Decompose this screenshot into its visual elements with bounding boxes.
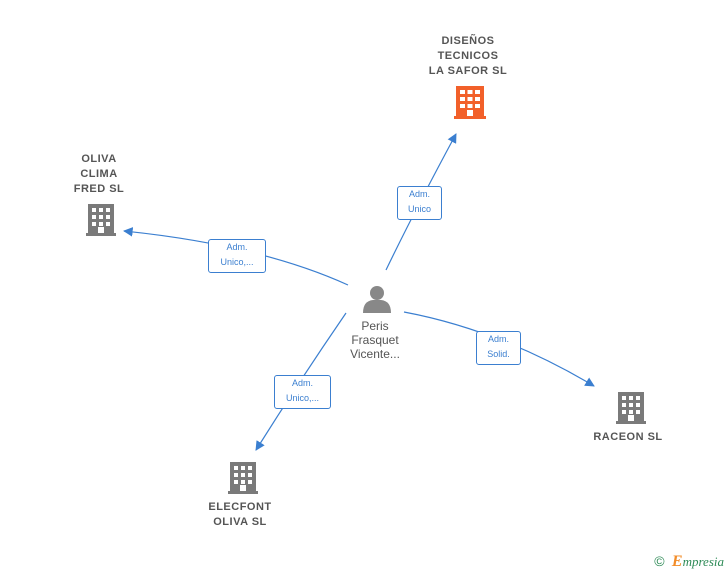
brand-initial: E — [671, 553, 683, 570]
role-line: Adm. — [291, 378, 313, 388]
label-line: OLIVA — [81, 153, 117, 165]
label-line: DISEÑOS — [441, 35, 495, 47]
brand-logo: Empresia — [671, 553, 724, 570]
brand-name: mpresia — [682, 554, 724, 569]
label-line: TECNICOS — [437, 50, 499, 62]
role-box-disenos[interactable]: Adm. Unico — [397, 186, 442, 220]
person-icon[interactable] — [363, 286, 391, 313]
label-line: LA SAFOR SL — [428, 65, 508, 77]
company-label-disenos[interactable]: DISEÑOS TECNICOS LA SAFOR SL — [408, 34, 528, 79]
building-icon[interactable] — [616, 392, 646, 424]
person-label[interactable]: Peris Frasquet Vicente... — [325, 319, 425, 361]
footer-brand: © Empresia — [654, 553, 724, 571]
role-line: Unico,... — [285, 393, 319, 403]
role-line: Adm. — [226, 242, 248, 252]
building-icon[interactable] — [228, 462, 258, 494]
label-line: CLIMA — [80, 168, 118, 180]
company-label-raceon[interactable]: RACEON SL — [578, 430, 678, 445]
role-line: Adm. — [487, 334, 509, 344]
label-line: OLIVA SL — [213, 516, 267, 528]
label-line: Peris — [361, 319, 389, 333]
role-line: Adm. — [408, 189, 430, 199]
copyright-symbol: © — [654, 553, 665, 569]
company-label-elecfont[interactable]: ELECFONT OLIVA SL — [190, 500, 290, 530]
building-icon[interactable] — [86, 204, 116, 236]
label-line: RACEON SL — [593, 431, 663, 443]
label-line: ELECFONT — [208, 501, 272, 513]
role-line: Unico,... — [220, 257, 254, 267]
role-line: Unico — [407, 204, 431, 214]
role-line: Solid. — [487, 349, 510, 359]
company-label-oliva[interactable]: OLIVA CLIMA FRED SL — [49, 152, 149, 197]
label-line: Frasquet — [351, 333, 399, 347]
label-line: Vicente... — [350, 347, 400, 361]
role-box-raceon[interactable]: Adm. Solid. — [476, 331, 521, 365]
role-box-oliva[interactable]: Adm. Unico,... — [208, 239, 266, 273]
label-line: FRED SL — [73, 183, 125, 195]
building-icon[interactable] — [454, 86, 486, 119]
role-box-elecfont[interactable]: Adm. Unico,... — [274, 375, 331, 409]
